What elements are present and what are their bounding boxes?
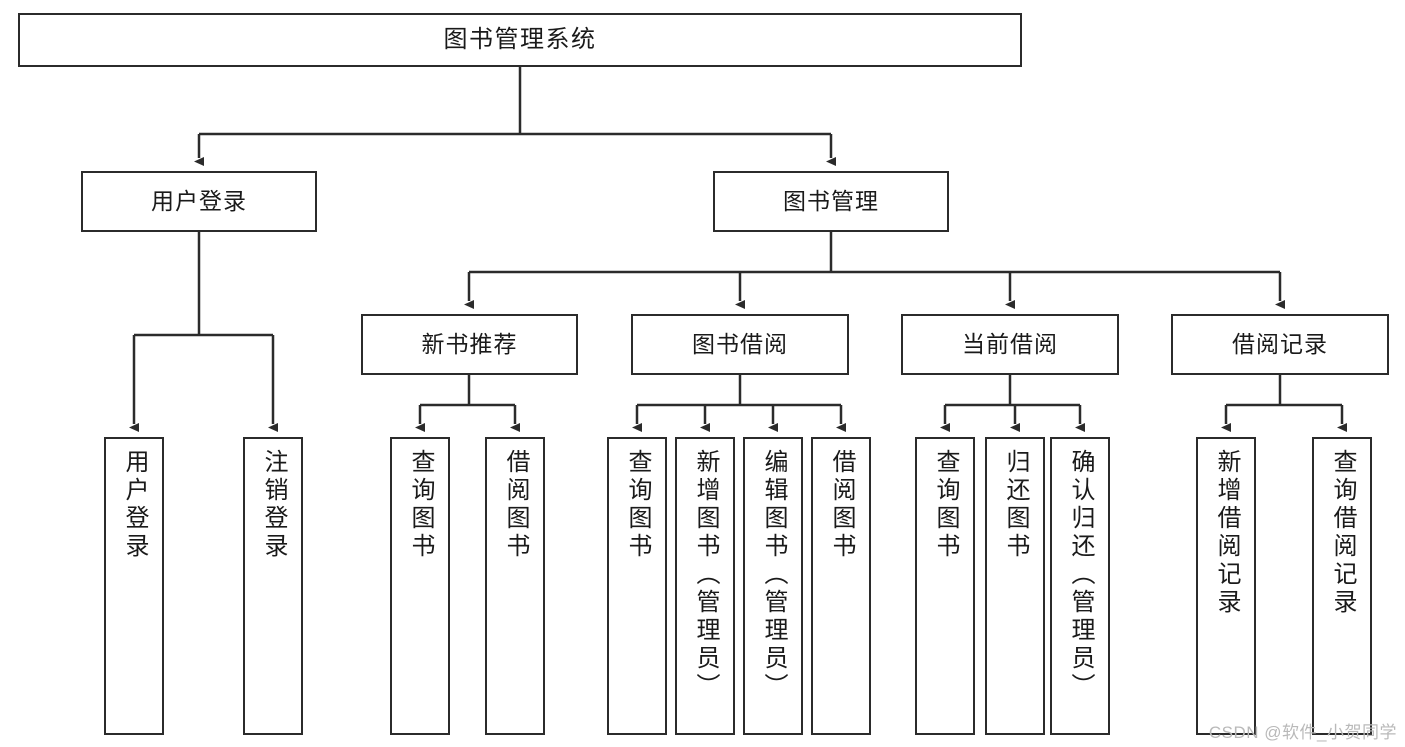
node-leaf-add-borrow-record[interactable]: 新增借阅记录 [1196,437,1256,735]
node-book-management[interactable]: 图书管理 [713,171,949,232]
node-leaf-query-borrow-record[interactable]: 查询借阅记录 [1312,437,1372,735]
node-new-book-recommend[interactable]: 新书推荐 [361,314,578,375]
node-leaf-borrow-book[interactable]: 借阅图书 [811,437,871,735]
node-label: 借阅图书 [828,449,855,561]
node-label: 查询图书 [624,449,651,561]
node-current-borrow[interactable]: 当前借阅 [901,314,1119,375]
node-label: 注销登录 [260,449,287,561]
node-leaf-add-book-admin[interactable]: 新增图书（管理员） [675,437,735,735]
node-label: 查询图书 [932,449,959,561]
node-label: 查询图书 [407,449,434,561]
node-label: 用户登录 [121,449,148,561]
node-label: 归还图书 [1002,449,1029,561]
node-leaf-logout[interactable]: 注销登录 [243,437,303,735]
node-label: 新增借阅记录 [1213,449,1240,617]
node-label: 借阅记录 [1232,330,1328,357]
node-label: 新书推荐 [421,330,518,357]
node-borrow-record[interactable]: 借阅记录 [1171,314,1389,375]
node-label: 新增图书（管理员） [692,449,719,701]
node-leaf-return-book[interactable]: 归还图书 [985,437,1045,735]
node-leaf-borrow-book-newbook[interactable]: 借阅图书 [485,437,545,735]
node-label: 图书管理 [783,187,879,214]
node-label: 确认归还（管理员） [1067,449,1094,701]
node-label: 图书借阅 [692,330,788,357]
node-leaf-edit-book-admin[interactable]: 编辑图书（管理员） [743,437,803,735]
node-label: 编辑图书（管理员） [760,449,787,701]
csdn-watermark: CSDN @软件_小贺同学 [1208,723,1397,742]
node-book-borrow[interactable]: 图书借阅 [631,314,849,375]
node-label: 用户登录 [151,187,247,214]
node-root-book-management-system[interactable]: 图书管理系统 [18,13,1022,67]
node-leaf-query-book-current[interactable]: 查询图书 [915,437,975,735]
node-leaf-query-book-borrow[interactable]: 查询图书 [607,437,667,735]
node-leaf-user-login[interactable]: 用户登录 [104,437,164,735]
node-leaf-query-book-newbook[interactable]: 查询图书 [390,437,450,735]
node-label: 当前借阅 [962,330,1058,357]
node-label: 查询借阅记录 [1329,449,1356,617]
node-leaf-confirm-return-admin[interactable]: 确认归还（管理员） [1050,437,1110,735]
node-user-login[interactable]: 用户登录 [81,171,317,232]
node-label: 借阅图书 [502,449,529,561]
node-label: 图书管理系统 [443,25,597,53]
